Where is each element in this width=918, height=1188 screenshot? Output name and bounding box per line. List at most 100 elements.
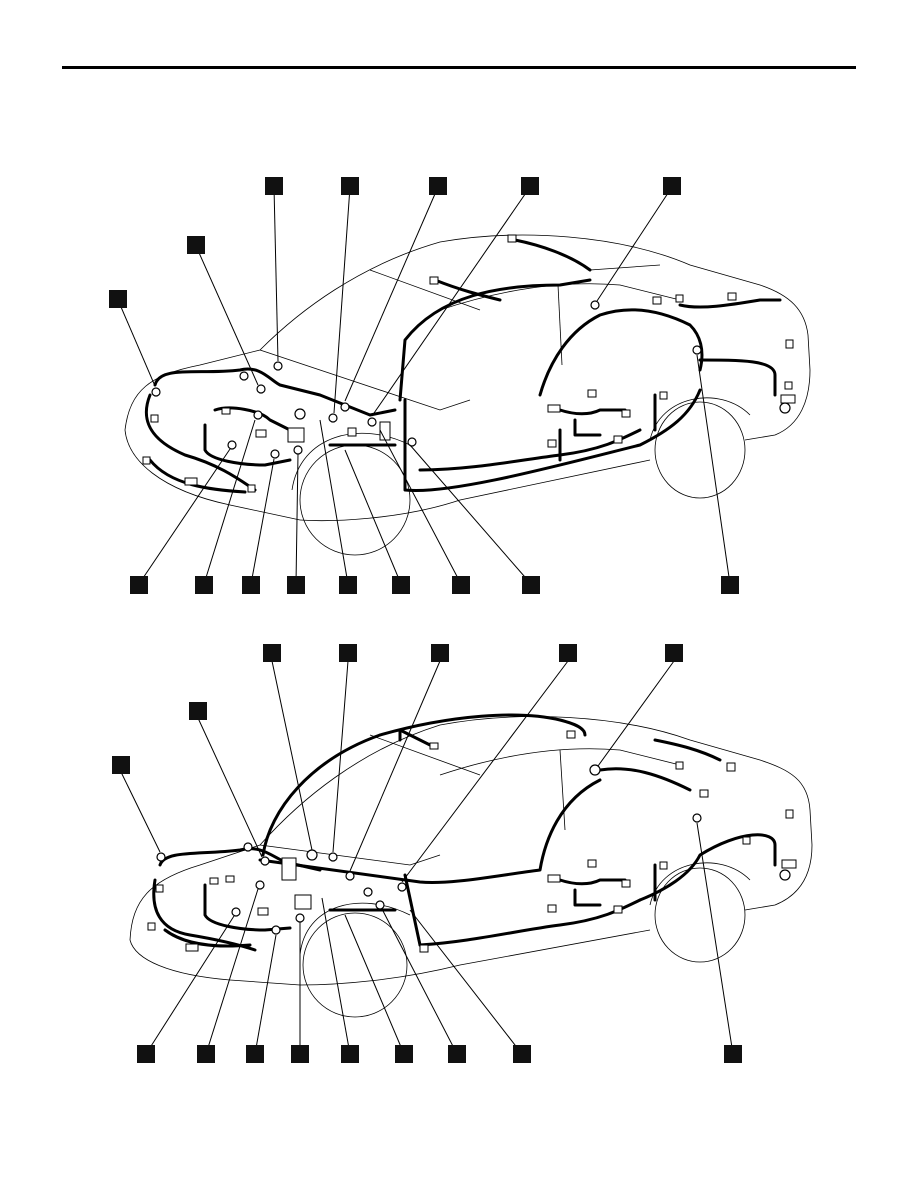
callout-marker: [721, 576, 739, 594]
connector: [652, 296, 662, 305]
ground-point: [692, 813, 702, 823]
rear-wheel: [654, 867, 746, 963]
wheel-group: [299, 862, 751, 1018]
ground-point: [256, 384, 266, 394]
callout-marker: [724, 1045, 742, 1063]
connector: [727, 292, 737, 301]
callout-markers: [109, 177, 739, 594]
callout-marker: [263, 644, 281, 662]
leader-lines: [120, 660, 734, 1055]
ground-point: [273, 361, 283, 371]
callout-marker: [665, 644, 683, 662]
header-rule: [62, 66, 856, 69]
ground-point: [306, 849, 318, 861]
connectors: [142, 234, 796, 493]
connector: [547, 439, 557, 448]
wiring-harness: [152, 713, 777, 952]
relay-box: [287, 427, 305, 443]
control-unit: [281, 857, 297, 881]
ground-point: [253, 410, 263, 420]
ground-point: [294, 408, 306, 420]
connector: [184, 477, 198, 486]
ground-point: [363, 887, 373, 897]
ground-point: [692, 345, 702, 355]
connector: [142, 456, 151, 465]
connector: [419, 944, 429, 953]
connector: [659, 861, 668, 870]
wiring-harness: [144, 238, 782, 494]
ground-point: [270, 449, 280, 459]
connector: [785, 809, 794, 819]
ground-point: [328, 413, 338, 423]
ground-point: [227, 440, 237, 450]
callout-marker: [291, 1045, 309, 1063]
callout-marker: [395, 1045, 413, 1063]
callout-marker: [341, 177, 359, 195]
connector: [566, 730, 576, 739]
ground-point: [407, 437, 417, 447]
callout-marker: [339, 576, 357, 594]
wiring-diagram-bottom: [0, 630, 918, 1070]
ground-point: [271, 925, 281, 935]
connector: [621, 409, 631, 418]
ground-point: [590, 300, 600, 310]
ground-points: [156, 764, 791, 935]
car-body-outline: [124, 234, 811, 521]
connector: [781, 859, 797, 869]
ground-point: [340, 402, 350, 412]
connector: [255, 429, 267, 438]
connector: [613, 435, 623, 444]
connector: [659, 391, 668, 400]
connector: [147, 922, 156, 931]
rear-wheel: [654, 401, 746, 499]
ground-point: [260, 856, 270, 866]
connector: [209, 877, 219, 885]
connector: [675, 761, 684, 770]
callout-marker: [392, 576, 410, 594]
callout-marker: [242, 576, 260, 594]
callout-marker: [287, 576, 305, 594]
connector: [587, 859, 597, 868]
ground-point: [589, 764, 601, 776]
connector: [155, 884, 164, 893]
ground-point: [367, 417, 377, 427]
ground-point: [231, 907, 241, 917]
callout-marker: [339, 644, 357, 662]
callout-marker: [559, 644, 577, 662]
callout-markers: [112, 644, 742, 1063]
connector: [784, 381, 793, 390]
ground-point: [375, 900, 385, 910]
connector: [429, 276, 439, 285]
relay-box: [294, 894, 312, 910]
callout-marker: [187, 236, 205, 254]
ground-point: [239, 371, 249, 381]
wiring-diagram-top: [0, 160, 918, 610]
callout-marker: [341, 1045, 359, 1063]
ground-point: [156, 852, 166, 862]
callout-marker: [265, 177, 283, 195]
connector: [742, 836, 751, 845]
callout-marker: [197, 1045, 215, 1063]
connector: [150, 414, 159, 423]
wheel-group: [291, 397, 751, 556]
ground-point: [345, 871, 355, 881]
callout-marker: [522, 576, 540, 594]
connector: [587, 389, 597, 398]
connector: [257, 907, 269, 916]
control-unit: [379, 421, 391, 441]
connector: [225, 875, 235, 883]
ground-point: [295, 913, 305, 923]
connector: [613, 905, 623, 914]
connector: [185, 943, 199, 952]
connector: [699, 789, 709, 798]
connector: [547, 904, 557, 913]
car-wiring-illustration-top: [109, 177, 811, 594]
callout-marker: [521, 177, 539, 195]
leader-lines: [117, 186, 731, 585]
ground-point: [151, 387, 161, 397]
callout-marker: [429, 177, 447, 195]
connector: [675, 294, 684, 303]
connector: [507, 234, 517, 243]
ground-point: [397, 882, 407, 892]
connector: [785, 339, 794, 349]
